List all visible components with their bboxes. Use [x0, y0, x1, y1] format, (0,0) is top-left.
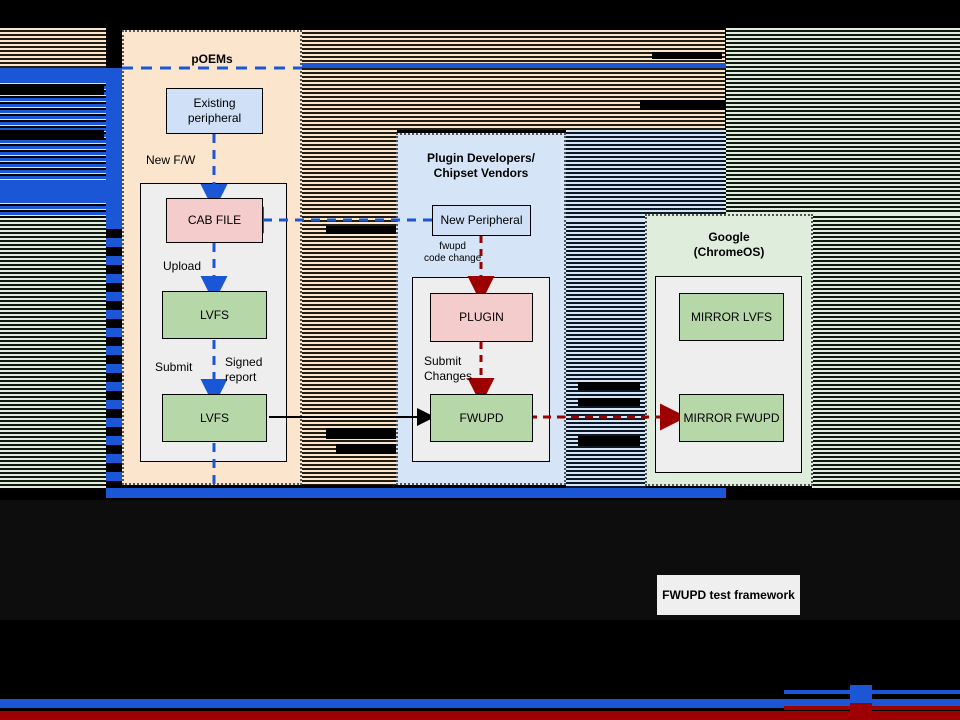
- node-lvfs-submit[interactable]: LVFS: [162, 394, 267, 442]
- node-existing-peripheral[interactable]: Existing peripheral: [166, 88, 263, 134]
- glitch-band-green-topright: [726, 28, 960, 214]
- glitch-band-darkgrey: [0, 500, 960, 620]
- glitch-band-darkblue-upper: [566, 130, 726, 220]
- node-cab-file[interactable]: CAB FILE: [166, 198, 263, 243]
- redaction-block-5: [336, 444, 396, 454]
- node-new-peripheral[interactable]: New Peripheral: [432, 205, 531, 236]
- node-mirror-lvfs[interactable]: MIRROR LVFS: [679, 293, 784, 341]
- glitch-line-blue-top: [300, 63, 960, 68]
- redaction-block-6: [578, 382, 640, 390]
- fwupd-test-framework-label: FWUPD test framework: [662, 587, 795, 602]
- edge-label-signed-report: Signed report: [225, 355, 263, 384]
- edge-label-submit-changes: Submit Changes: [424, 354, 473, 383]
- node-fwupd-label: FWUPD: [459, 410, 504, 425]
- glitch-band-green-right: [812, 214, 960, 488]
- glitch-band-cream-top: [300, 30, 725, 130]
- node-mirror-fwupd-label: MIRROR FWUPD: [683, 410, 780, 425]
- glitch-band-left-cream: [0, 28, 106, 68]
- node-lvfs-submit-label: LVFS: [199, 410, 230, 425]
- node-mirror-fwupd[interactable]: MIRROR FWUPD: [679, 394, 784, 442]
- glitch-line-red-a: [784, 706, 960, 710]
- node-fwupd[interactable]: FWUPD: [430, 394, 533, 442]
- redaction-block-2: [640, 100, 726, 110]
- redaction-block-3: [326, 226, 396, 234]
- glitch-line-blue-a: [784, 690, 960, 694]
- edge-label-new-fw: New F/W: [146, 153, 196, 167]
- glitch-band-cream-mid: [300, 130, 397, 485]
- glitch-band-darkblue-lower: [566, 220, 646, 488]
- panel-google-title-line2: (ChromeOS): [693, 245, 765, 259]
- glitch-line-blue-c: [0, 699, 960, 708]
- redaction-block-4: [326, 428, 396, 439]
- redaction-block-7: [578, 398, 640, 406]
- node-cab-file-label: CAB FILE: [187, 213, 242, 227]
- edge-label-upload: Upload: [163, 259, 202, 273]
- node-mirror-lvfs-label: MIRROR LVFS: [690, 309, 773, 324]
- panel-plugin-title-line1: Plugin Developers/: [426, 151, 536, 165]
- glitch-bar-blue-bottom: [106, 488, 726, 498]
- glitch-line-red-c: [0, 711, 960, 720]
- panel-plugin-title-line2: Chipset Vendors: [433, 166, 529, 180]
- node-new-peripheral-label: New Peripheral: [440, 213, 523, 227]
- glitch-bar-2: [0, 180, 106, 202]
- node-lvfs-upload[interactable]: LVFS: [162, 291, 267, 339]
- glitch-bar-3: [0, 86, 104, 95]
- glitch-strip-blue-vertical: [106, 68, 123, 220]
- redaction-block-8: [578, 436, 640, 446]
- glitch-bar-4: [0, 130, 104, 138]
- panel-poems-title: pOEMs: [191, 52, 233, 66]
- glitch-dashes-left: [106, 220, 123, 490]
- glitch-band-left-green: [0, 218, 106, 490]
- glitch-band-top: [0, 0, 960, 28]
- glitch-line-blue-b: [850, 685, 872, 701]
- redaction-block-1: [652, 52, 722, 59]
- node-existing-peripheral-label: Existing peripheral: [187, 96, 242, 125]
- node-lvfs-upload-label: LVFS: [199, 307, 230, 322]
- node-plugin-label: PLUGIN: [459, 310, 504, 324]
- edge-label-fwupd-code-change: fwupd code change: [424, 241, 482, 264]
- panel-google-title-line1: Google: [708, 230, 750, 244]
- node-plugin[interactable]: PLUGIN: [430, 293, 533, 342]
- edge-label-submit: Submit: [155, 360, 193, 374]
- fwupd-test-framework-box[interactable]: FWUPD test framework: [657, 575, 800, 615]
